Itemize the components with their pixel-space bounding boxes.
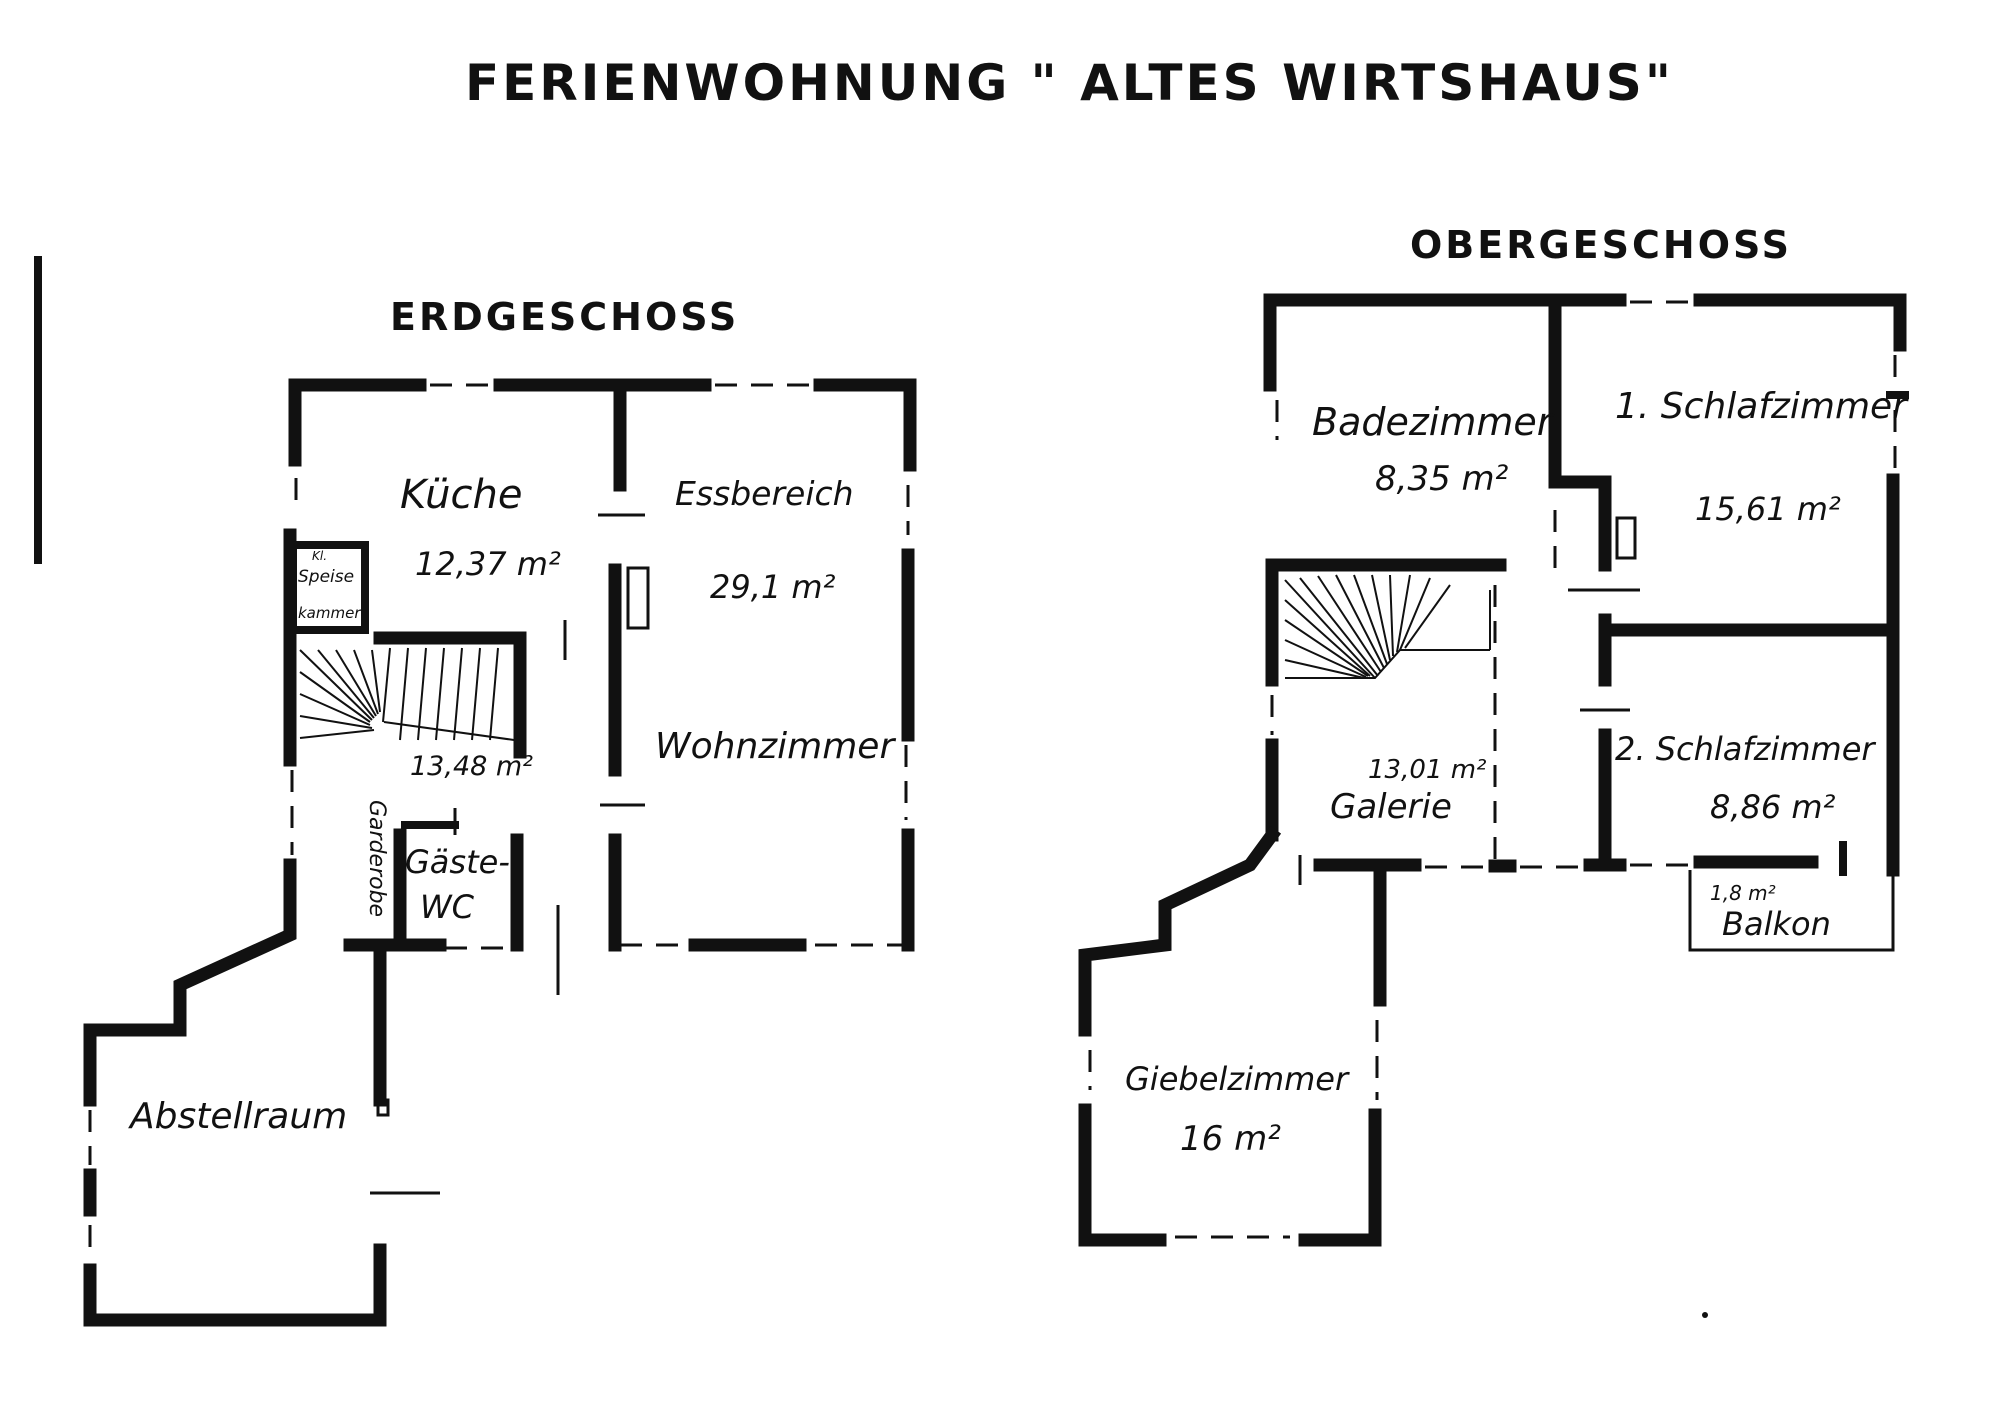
upper-floor-plan: OBERGESCHOSS (1078, 223, 1909, 1247)
wall-gable-bottom-left (1078, 1103, 1167, 1247)
stove (626, 566, 650, 630)
ground-floor-heading: ERDGESCHOSS (390, 295, 739, 339)
wall-gable-bottom-right (1298, 1108, 1382, 1247)
wall-left-step (83, 858, 297, 1107)
wall-top-left (288, 378, 427, 467)
wc-name-2: WC (420, 888, 475, 926)
wall-bath-bedroom (1548, 303, 1612, 572)
wardrobe-name: Garderobe (364, 800, 389, 917)
bedroom1-area: 15,61 m² (1695, 490, 1841, 528)
living-name: Wohnzimmer (655, 726, 896, 767)
gallery-name: Galerie (1330, 787, 1452, 827)
gable-name: Giebelzimmer (1125, 1060, 1350, 1098)
balcony-area: 1,8 m² (1710, 881, 1776, 905)
wall-top-right (1693, 293, 1907, 352)
document-title: FERIENWOHNUNG " ALTES WIRTSHAUS" (465, 54, 1674, 112)
pantry-outline (289, 541, 369, 634)
speck (1702, 1312, 1708, 1318)
wall-top-right (813, 378, 917, 472)
balcony-outline (1688, 870, 1895, 952)
bath-area: 8,35 m² (1375, 459, 1509, 499)
pantry-label-2: Speise (298, 567, 354, 587)
gallery-area: 13,01 m² (1368, 755, 1486, 785)
stove-upper (1615, 516, 1637, 560)
dining-area: 29,1 m² (710, 568, 836, 606)
dining-name: Essbereich (675, 474, 854, 513)
kitchen-name: Küche (400, 472, 522, 518)
storage-name: Abstellraum (128, 1096, 347, 1137)
wc-name: Gäste- (405, 843, 510, 881)
ground-stair (299, 647, 515, 741)
ground-floor-plan: ERDGESCHOSS Kl. Speise kammer (83, 295, 917, 1327)
wall-top-left (1263, 293, 1627, 392)
wall-gable-step (1078, 825, 1282, 1037)
bedroom1-name: 1. Schlafzimmer (1615, 386, 1909, 427)
gable-area: 16 m² (1180, 1119, 1281, 1159)
bath-name: Badezimmer (1312, 400, 1555, 444)
upper-stair (1284, 574, 1497, 870)
divider-end (376, 1098, 390, 1117)
balcony-name: Balkon (1722, 905, 1831, 943)
pantry-label-3: kammer (298, 604, 361, 622)
bedroom2-area: 8,86 m² (1710, 788, 1836, 826)
upper-floor-heading: OBERGESCHOSS (1410, 223, 1792, 267)
kitchen-area: 12,37 m² (415, 545, 561, 583)
hall-area: 13,48 m² (410, 751, 533, 782)
wall-storage-bottom (83, 1243, 387, 1327)
pantry-label-1: Kl. (312, 549, 327, 563)
bedroom2-name: 2. Schlafzimmer (1615, 730, 1876, 768)
